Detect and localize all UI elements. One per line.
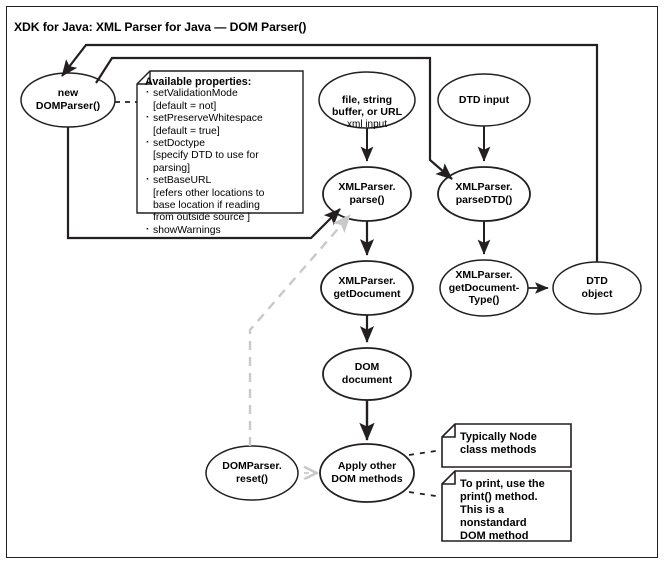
property-item: setValidationMode [default = not] [145,87,297,113]
diagram-frame [6,6,658,558]
property-item: showWarnings [145,224,297,237]
property-item: setPreserveWhitespace [default = true] [145,112,297,138]
note-print-method-content: To print, use the print() method. This i… [460,478,545,542]
note-properties-content: Available properties: setValidationMode … [145,76,297,237]
note-properties-heading: Available properties: [145,76,252,88]
note-node-methods-content: Typically Node class methods [460,431,537,456]
property-item: setBaseURL [refers other locations to ba… [145,174,297,225]
page-title: XDK for Java: XML Parser for Java — DOM … [14,20,307,34]
property-item: setDoctype [specify DTD to use for parsi… [145,137,297,175]
note-properties-list: setValidationMode [default = not] setPre… [145,87,297,237]
